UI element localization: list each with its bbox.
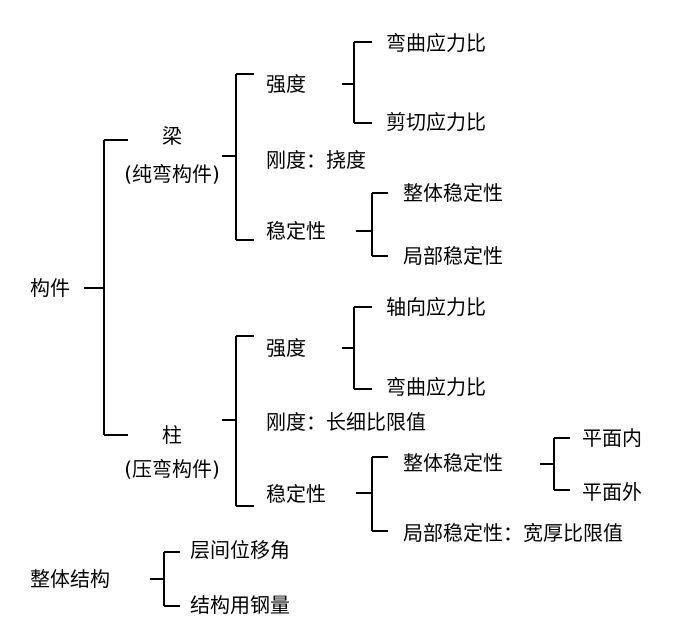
- column-stability-label: 稳定性: [266, 482, 326, 506]
- beam-stiffness: 刚度：挠度: [266, 148, 366, 172]
- beam-strength-item: 弯曲应力比: [386, 31, 486, 55]
- structure-label: 整体结构: [30, 567, 110, 591]
- column-local-stability: 局部稳定性：宽厚比限值: [403, 521, 623, 545]
- structure-item: 层间位移角: [190, 538, 290, 562]
- column-subtitle: (压弯构件): [124, 457, 220, 481]
- root-label: 构件: [30, 276, 70, 300]
- column-strength-item: 轴向应力比: [386, 295, 486, 319]
- column-strength-item: 弯曲应力比: [386, 375, 486, 399]
- beam-stability-label: 稳定性: [266, 219, 326, 243]
- beam-stability-item: 整体稳定性: [403, 181, 503, 205]
- beam-strength-item: 剪切应力比: [386, 110, 486, 134]
- out-of-plane-item: 平面外: [582, 480, 642, 504]
- beam-name: 梁: [162, 124, 182, 148]
- beam-stability-item: 局部稳定性: [403, 244, 503, 268]
- beam-strength-label: 强度: [266, 72, 306, 96]
- in-plane-item: 平面内: [582, 426, 642, 450]
- column-stiffness: 刚度：长细比限值: [266, 410, 426, 434]
- beam-subtitle: (纯弯构件): [124, 162, 220, 186]
- column-strength-label: 强度: [266, 336, 306, 360]
- structure-item: 结构用钢量: [190, 593, 290, 617]
- column-overall-stability: 整体稳定性: [403, 451, 503, 475]
- column-name: 柱: [162, 423, 182, 447]
